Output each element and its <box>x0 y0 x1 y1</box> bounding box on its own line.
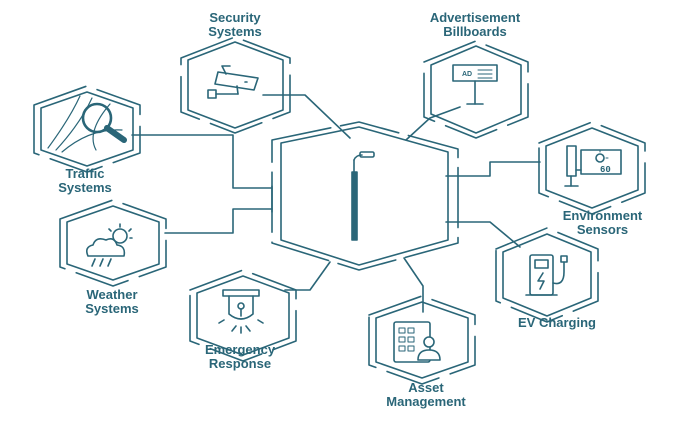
label-security-line1: Security <box>209 10 261 25</box>
label-environment: Environment Sensors <box>540 209 665 237</box>
connector-security <box>262 94 351 139</box>
center-hexagon <box>271 121 459 271</box>
label-emergency-line1: Emergency <box>204 342 276 357</box>
node-weather <box>59 199 167 287</box>
node-ev <box>495 227 599 323</box>
label-emergency: Emergency Response <box>180 343 300 371</box>
label-weather-line2: Systems <box>85 301 139 316</box>
cctv-camera-icon <box>207 65 259 99</box>
node-environment <box>538 121 646 215</box>
label-asset-line2: Management <box>386 394 466 409</box>
billboard-ad-text: AD <box>462 71 472 78</box>
label-environment-line1: Environment <box>562 208 643 223</box>
label-weather-line1: Weather <box>86 287 138 302</box>
connector-lines <box>131 94 541 313</box>
cloud-sun-rain-icon <box>86 223 133 267</box>
label-traffic-line2: Systems <box>58 180 112 195</box>
asset-tablet-user-icon <box>393 321 441 363</box>
magnifier-road-icon <box>47 95 127 153</box>
connector-weather <box>164 208 273 234</box>
label-asset: Asset Management <box>362 381 490 409</box>
node-security <box>180 36 291 134</box>
sensor-readout-text: 60 <box>600 165 611 175</box>
label-advertisement-line1: Advertisement <box>429 10 521 25</box>
node-asset <box>368 295 476 385</box>
ev-charger-icon <box>525 254 568 296</box>
connector-environment <box>445 161 541 177</box>
label-ev-line1: EV Charging <box>517 315 596 330</box>
street-lamp-icon <box>351 151 375 241</box>
label-security: Security Systems <box>185 11 285 39</box>
billboard-icon <box>452 64 498 105</box>
siren-icon <box>218 289 264 334</box>
connector-ev <box>445 221 521 248</box>
label-asset-line1: Asset <box>408 380 444 395</box>
label-ev: EV Charging <box>492 316 622 330</box>
label-traffic: Traffic Systems <box>40 167 130 195</box>
connector-emergency <box>284 261 331 291</box>
connector-advertisement <box>405 106 461 141</box>
label-advertisement: Advertisement Billboards <box>400 11 550 39</box>
label-weather: Weather Systems <box>64 288 160 316</box>
label-environment-line2: Sensors <box>576 222 629 237</box>
label-traffic-line1: Traffic <box>65 166 105 181</box>
node-advertisement <box>423 40 529 139</box>
node-traffic <box>33 85 141 173</box>
label-emergency-line2: Response <box>208 356 272 371</box>
connector-asset <box>403 257 424 313</box>
connector-traffic <box>131 134 273 189</box>
label-security-line2: Systems <box>208 24 262 39</box>
node-emergency <box>189 269 297 362</box>
label-advertisement-line2: Billboards <box>443 24 507 39</box>
sensor-panel-icon <box>564 145 622 187</box>
